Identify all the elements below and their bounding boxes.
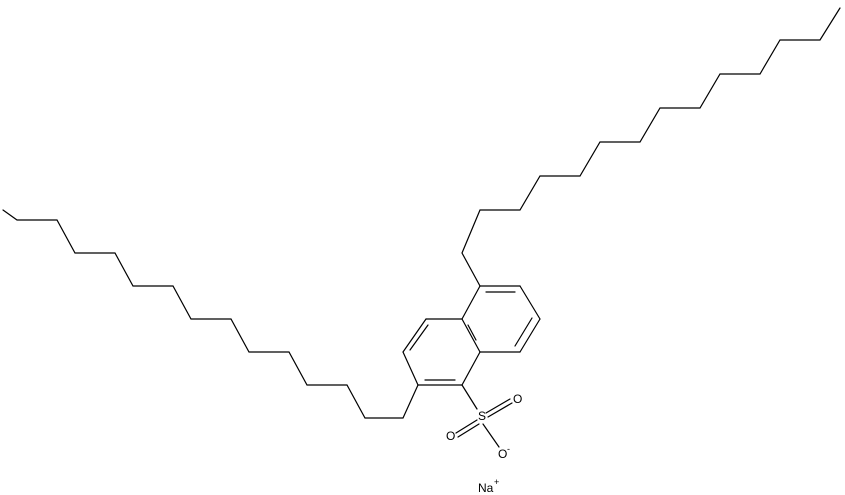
upper-alkyl-chain xyxy=(461,7,841,287)
c-s-bond xyxy=(461,384,478,410)
s-o-double-bond-upper xyxy=(485,398,511,414)
sulfonate-group: S O O O - xyxy=(446,384,522,461)
oxygen-upper-label: O xyxy=(513,392,522,406)
s-o-single-bond xyxy=(482,423,500,448)
sodium-label: Na xyxy=(478,481,494,495)
sodium-counterion: Na + xyxy=(478,477,499,495)
oxygen-left-label: O xyxy=(446,429,455,443)
sodium-charge-label: + xyxy=(494,477,499,487)
anion-charge-label: - xyxy=(507,444,510,454)
s-o-double-bond-upper-2 xyxy=(487,402,513,418)
s-o-double-bond-left-2 xyxy=(457,423,480,438)
oxygen-anion-label: O xyxy=(498,447,507,461)
s-o-double-bond-left xyxy=(455,419,478,434)
lower-alkyl-chain xyxy=(2,209,419,419)
naphthalene-right-ring xyxy=(461,285,541,353)
sulfur-atom-label: S xyxy=(478,409,486,423)
naphthalene-left-ring xyxy=(402,318,481,386)
